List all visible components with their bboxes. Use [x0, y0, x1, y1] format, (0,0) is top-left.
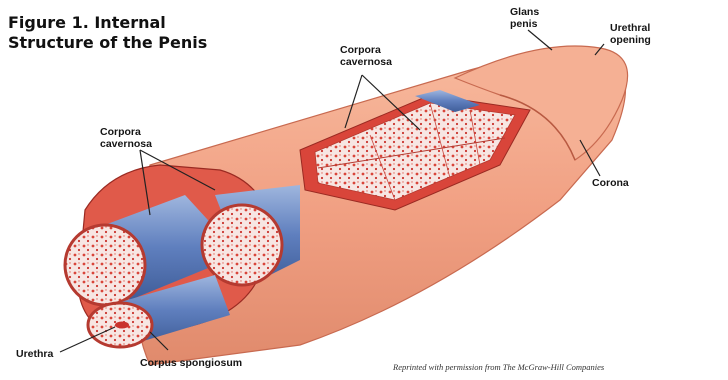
figure-title-line2: Structure of the Penis [8, 33, 207, 53]
left-corpus-cavernosum-section [65, 225, 145, 305]
urethral-opening-label-line1: Urethral [610, 22, 651, 34]
figure-title: Figure 1. Internal Structure of the Peni… [8, 13, 207, 53]
urethral-opening-label-line2: opening [610, 34, 651, 46]
reprint-credit: Reprinted with permission from The McGra… [393, 362, 604, 372]
urethra-opening [115, 322, 129, 329]
corpora-cavernosa-top-label: Corpora cavernosa [340, 44, 392, 68]
corona-label: Corona [592, 177, 629, 189]
glans-label: Glans penis [510, 6, 539, 30]
corpus-spongiosum-label: Corpus spongiosum [140, 357, 242, 369]
corpora-cavernosa-left-label-line1: Corpora [100, 126, 152, 138]
corpora-cavernosa-top-label-line2: cavernosa [340, 56, 392, 68]
urethral-opening-label: Urethral opening [610, 22, 651, 46]
figure-title-line1: Figure 1. Internal [8, 13, 207, 33]
urethra-label: Urethra [16, 348, 53, 360]
corpora-cavernosa-left-label-line2: cavernosa [100, 138, 152, 150]
corpora-cavernosa-left-label: Corpora cavernosa [100, 126, 152, 150]
glans-label-line2: penis [510, 18, 539, 30]
corpora-cavernosa-top-label-line1: Corpora [340, 44, 392, 56]
glans-label-line1: Glans [510, 6, 539, 18]
right-corpus-cavernosum-section [202, 205, 282, 285]
